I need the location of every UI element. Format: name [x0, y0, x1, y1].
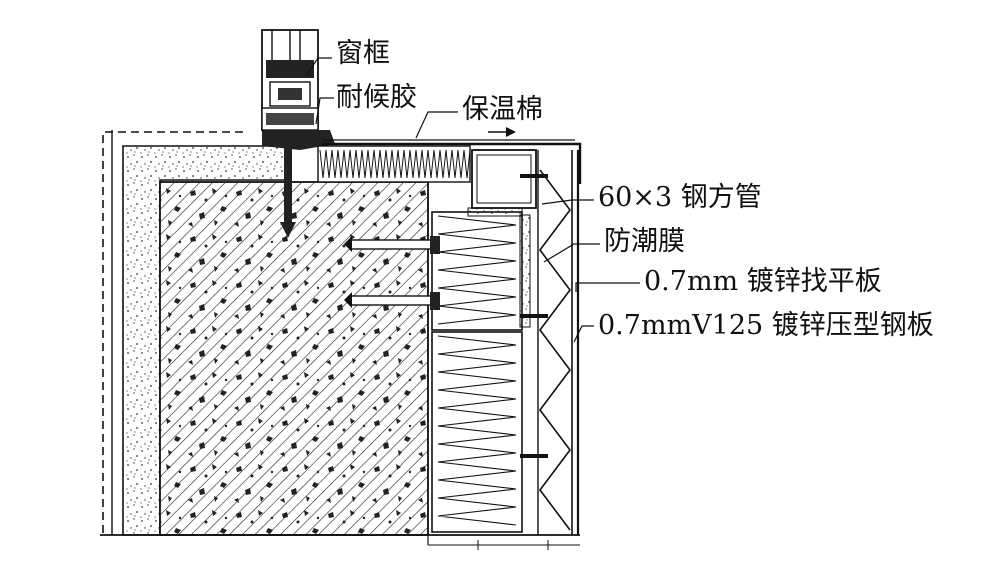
window-anchor — [280, 146, 296, 238]
cladding-system — [520, 150, 580, 535]
leader-lines — [305, 57, 640, 343]
insulation-zigzag-line — [437, 335, 517, 526]
window-frame — [261, 29, 319, 131]
expansion-bolts — [344, 236, 440, 310]
sealant — [262, 130, 335, 150]
bottom-dimension — [428, 540, 580, 550]
label-leveling-sheet: 0.7mm 镀锌找平板 — [644, 266, 882, 297]
label-weather-sealant: 耐候胶 — [336, 82, 417, 113]
top-insulation — [317, 145, 471, 183]
label-moisture-membrane: 防潮膜 — [604, 226, 685, 257]
label-steel-tube: 60×3 钢方管 — [598, 182, 762, 213]
label-insulation-wool: 保温棉 — [462, 94, 543, 125]
label-profiled-sheet: 0.7mmV125 镀锌压型钢板 — [598, 310, 934, 341]
steel-tube — [471, 149, 537, 209]
top-flashing — [322, 127, 582, 184]
outer-finish-outline — [102, 131, 248, 533]
label-window-frame: 窗框 — [336, 38, 390, 69]
